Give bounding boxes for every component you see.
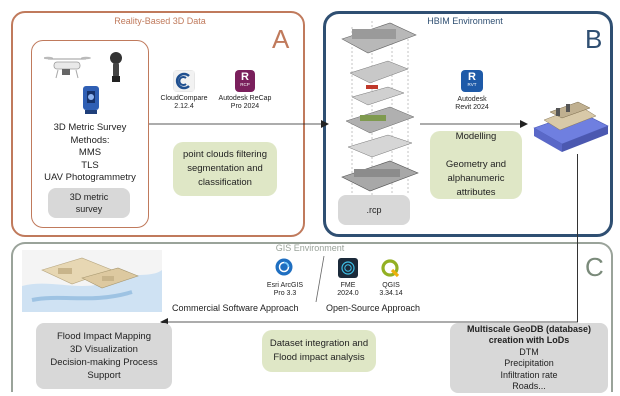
gis-map-image: [22, 250, 162, 312]
commercial-approach-label: Commercial Software Approach: [172, 303, 299, 313]
cloudcompare-label: CloudCompare 2.12.4: [160, 95, 208, 110]
opensource-approach-label: Open-Source Approach: [326, 303, 421, 313]
qgis-icon: [381, 259, 400, 278]
geodb-items: DTM Precipitation Infiltration rate Road…: [500, 346, 558, 392]
qgis-label: QGIS 3.34.14: [379, 282, 403, 297]
panel-b-title: HBIM Environment: [427, 16, 503, 26]
fme-label: FME 2024.0: [337, 282, 359, 297]
panel-a-letter: A: [272, 24, 290, 54]
modelling-box: Modelling Geometry and alphanumeric attr…: [430, 131, 522, 199]
geodb-box: Multiscale GeoDB (database) creation wit…: [450, 323, 608, 393]
handheld-scanner-icon: [110, 52, 122, 82]
panel-c: [11, 242, 613, 392]
arrow-to-hbim-model: [420, 120, 528, 128]
arrow-a-to-b: [149, 120, 329, 128]
fme-icon: [338, 258, 358, 278]
dataset-integration-box: Dataset integration and Flood impact ana…: [262, 330, 376, 372]
rcp-file-box: .rcp: [338, 195, 410, 225]
geodb-title: Multiscale GeoDB (database) creation wit…: [466, 323, 592, 346]
drone-icon: [44, 56, 91, 79]
recap-badge: RCP: [240, 82, 250, 87]
survey-methods-text: 3D Metric Survey Methods: MMS TLS UAV Ph…: [44, 122, 136, 183]
panel-b-letter: B: [585, 24, 603, 54]
cloudcompare-icon: [173, 70, 195, 92]
recap-icon: R RCP: [235, 70, 255, 92]
revit-badge: RVT: [467, 82, 477, 87]
revit-label: Autodesk Revit 2024: [455, 96, 489, 111]
survey-button: 3D metric survey: [48, 188, 130, 218]
recap-label: Autodesk ReCap Pro 2024: [218, 95, 272, 110]
revit-icon: R RVT: [461, 70, 483, 92]
hbim-model-image: [533, 101, 609, 152]
point-cloud-processing-box: point clouds filtering segmentation and …: [173, 142, 277, 196]
survey-devices-icon: [44, 52, 122, 114]
survey-inner-box: [31, 40, 149, 228]
arcgis-label: Esri ArcGIS Pro 3.3: [266, 282, 304, 297]
exploded-model-icon: [341, 21, 419, 207]
panel-c-letter: C: [585, 252, 604, 282]
laser-scanner-icon: [83, 86, 99, 114]
arcgis-icon: [275, 258, 293, 276]
panel-a-title: Reality-Based 3D Data: [114, 16, 206, 26]
connector-b-to-c: [577, 154, 578, 322]
panel-c-title: GIS Environment: [275, 243, 345, 253]
flood-impact-box: Flood Impact Mapping 3D Visualization De…: [36, 323, 172, 389]
approach-divider: [315, 256, 325, 302]
